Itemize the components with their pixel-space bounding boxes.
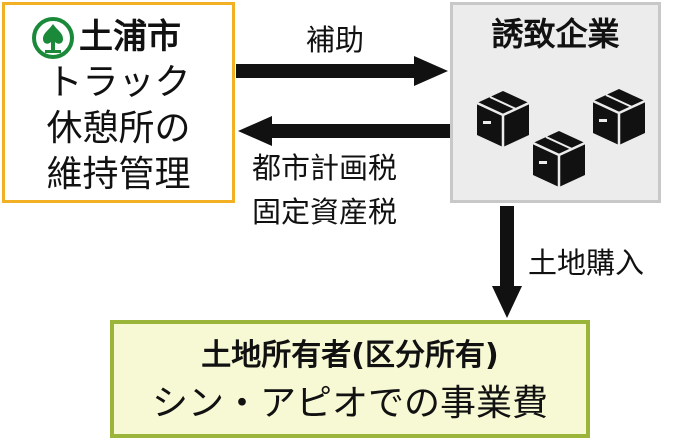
company-title: 誘致企業 bbox=[491, 15, 620, 53]
city-box: 土浦市 トラック 休憩所の 維持管理 bbox=[2, 2, 235, 203]
land-owner-subtitle: シン・アピオでの事業費 bbox=[151, 383, 548, 424]
company-box: 誘致企業 bbox=[450, 2, 661, 203]
tax-arrow bbox=[238, 116, 450, 146]
stacked-boxes-icon bbox=[475, 87, 647, 189]
tax-label: 固定資産税 bbox=[252, 195, 398, 229]
land-purchase-label: 土地購入 bbox=[528, 246, 645, 280]
land-owner-title: 土地所有者(区分所有) bbox=[201, 338, 499, 373]
land-purchase-arrow bbox=[492, 206, 522, 318]
city-role-line: 休憩所の bbox=[46, 108, 191, 149]
city-role-line: 維持管理 bbox=[46, 154, 191, 195]
city-emblem-icon bbox=[32, 17, 74, 59]
subsidy-label: 補助 bbox=[306, 23, 365, 57]
tax-label: 都市計画税 bbox=[252, 151, 398, 185]
subsidy-arrow bbox=[236, 56, 448, 86]
land-owner-box: 土地所有者(区分所有) シン・アピオでの事業費 bbox=[110, 320, 590, 438]
city-role-line: トラック bbox=[46, 62, 191, 103]
city-name: 土浦市 bbox=[79, 17, 181, 57]
